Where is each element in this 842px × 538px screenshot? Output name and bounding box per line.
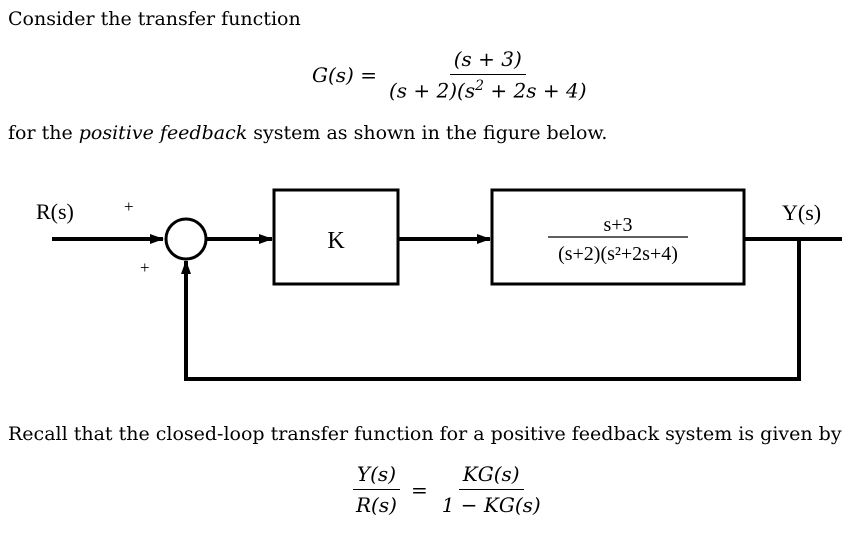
closed-loop-equation: Y(s) R(s) = KG(s) 1 − KG(s) [352,462,545,517]
transfer-function-equation: G(s) = (s + 3) (s + 2)(s2 + 2s + 4) [312,44,591,106]
recall-text: Recall that the closed-loop transfer fun… [8,423,842,445]
equals-sign: = [410,477,428,502]
gain-label: K [327,228,345,254]
output-label: Y(s) [782,200,821,225]
plant-numerator: s+3 [603,214,632,236]
denominator-part-1: (s + 2)(s [388,78,476,103]
denominator-exponent: 2 [475,78,485,95]
equation-lhs: G(s) = [312,63,377,87]
block-diagram: R(s) Y(s) + + K s+3 (s+2)(s²+2s+4) [0,180,842,390]
input-label: R(s) [36,199,74,224]
sum-sign-top: + [124,197,134,216]
intro-line-2-prefix: for the [8,122,79,144]
lhs-denominator: R(s) [356,493,397,517]
closed-loop-rhs-fraction: KG(s) 1 − KG(s) [438,462,545,517]
plant-denominator: (s+2)(s²+2s+4) [558,243,678,265]
transfer-function-fraction: (s + 3) (s + 2)(s2 + 2s + 4) [385,47,591,103]
feedback-path [181,239,801,381]
sum-sign-bottom: + [140,258,150,277]
emphasized-text: positive feedback [78,122,248,144]
intro-line-1: Consider the transfer function [8,8,301,30]
fraction-numerator: (s + 3) [449,47,526,76]
closed-loop-lhs-fraction: Y(s) R(s) [352,462,401,517]
denominator-part-2: + 2s + 4) [484,78,587,103]
summing-junction [164,217,208,261]
intro-line-2-suffix: system as shown in the figure below. [247,122,608,144]
intro-line-2: for the positive feedback system as show… [8,122,607,144]
rhs-denominator: 1 − KG(s) [441,493,541,517]
lhs-numerator: Y(s) [352,462,400,490]
fraction-denominator: (s + 2)(s2 + 2s + 4) [385,75,591,103]
rhs-numerator: KG(s) [458,462,524,490]
